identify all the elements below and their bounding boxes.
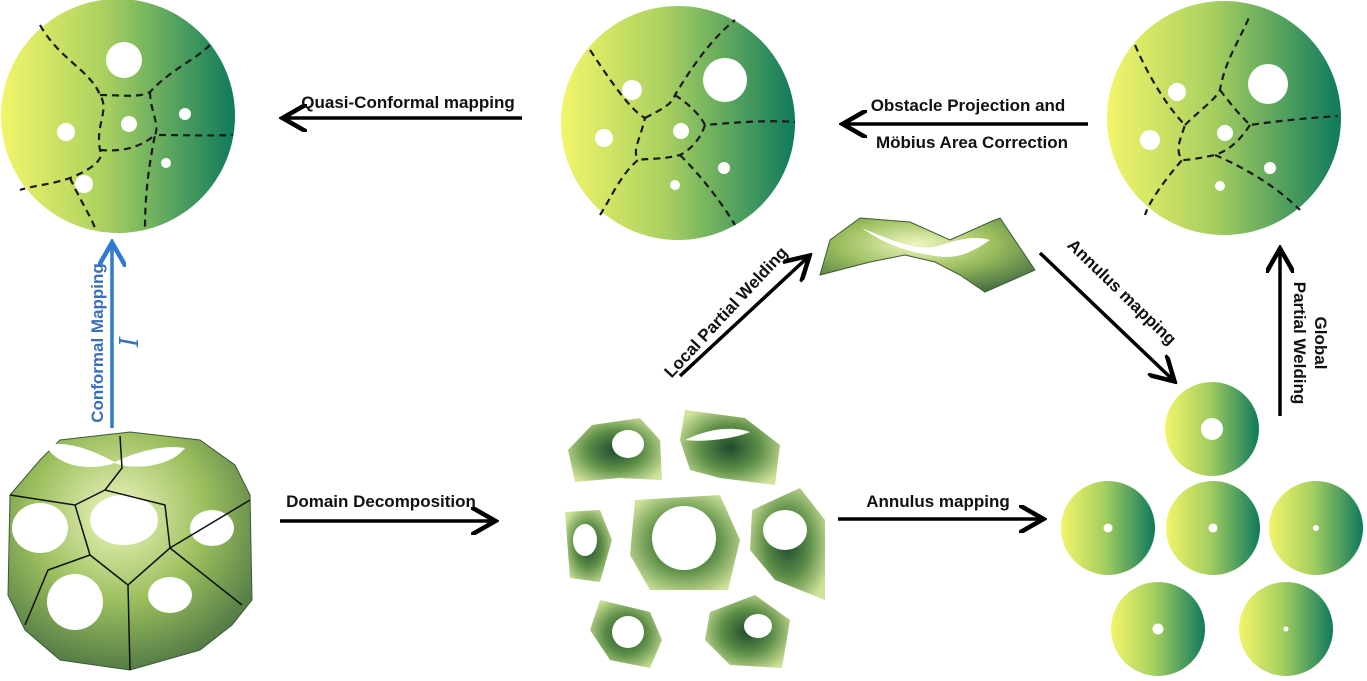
disk-hole: [1264, 162, 1276, 174]
surface-hole: [90, 495, 158, 545]
disk-obstacle-projected: [561, 6, 796, 240]
label-conformal-symbol: I: [115, 336, 145, 348]
disk-hole: [718, 162, 730, 174]
disk-hole: [57, 123, 75, 141]
label-local-partial-welding: Local Partial Welding: [661, 243, 792, 381]
annulus-disks: [1061, 382, 1363, 676]
disk-hole: [179, 108, 191, 120]
label-quasi-conformal: Quasi-Conformal mapping: [301, 93, 514, 112]
disk-hole: [106, 42, 142, 78]
decomposed-patches: [565, 410, 825, 668]
seam-lines: [19, 24, 234, 229]
annulus-disk: [1239, 582, 1333, 676]
disk-hole: [1217, 125, 1233, 141]
disk-hole: [670, 180, 680, 190]
surface-hole: [190, 510, 234, 546]
seam-lines: [589, 19, 796, 226]
arrow-annulus-mapping-diagonal: [1038, 251, 1172, 379]
disk-hole: [1248, 64, 1288, 104]
label-global-line1: Global: [1311, 317, 1330, 370]
welded-patch: [819, 217, 1036, 293]
label-domain-decomposition: Domain Decomposition: [286, 492, 476, 511]
disk-hole: [75, 175, 93, 193]
disk-hole: [673, 123, 689, 139]
disk-hole: [121, 116, 137, 132]
disk-hole: [703, 58, 747, 102]
surface-hole: [47, 574, 103, 630]
annulus-disk: [1269, 481, 1363, 575]
annulus-disk: [1166, 481, 1260, 575]
disk-hole: [595, 129, 613, 147]
arrow-local-partial-welding: [678, 258, 807, 378]
label-obstacle-line1: Obstacle Projection and: [871, 96, 1066, 115]
surface-hole: [12, 503, 68, 553]
disk-hole: [161, 158, 171, 168]
disk-global-welded: [1107, 1, 1341, 235]
label-global-line2: Partial Welding: [1290, 282, 1309, 405]
seam-lines: [9, 435, 251, 671]
label-conformal-mapping: Conformal Mapping: [88, 263, 107, 423]
annulus-disk: [1111, 582, 1205, 676]
disk-hole: [622, 80, 642, 100]
disk-hole: [1140, 130, 1160, 150]
label-obstacle-line2: Möbius Area Correction: [876, 133, 1068, 152]
disk-quasi-conformal: [1, 0, 235, 233]
surface-mesh: [7, 431, 253, 671]
annulus-disk: [1165, 382, 1259, 476]
disk-hole: [1215, 181, 1225, 191]
surface-hole: [148, 577, 192, 613]
label-annulus-mapping-horizontal: Annulus mapping: [866, 492, 1010, 511]
seam-lines: [1133, 14, 1339, 216]
annulus-disk: [1061, 481, 1155, 575]
disk-hole: [1168, 83, 1186, 101]
